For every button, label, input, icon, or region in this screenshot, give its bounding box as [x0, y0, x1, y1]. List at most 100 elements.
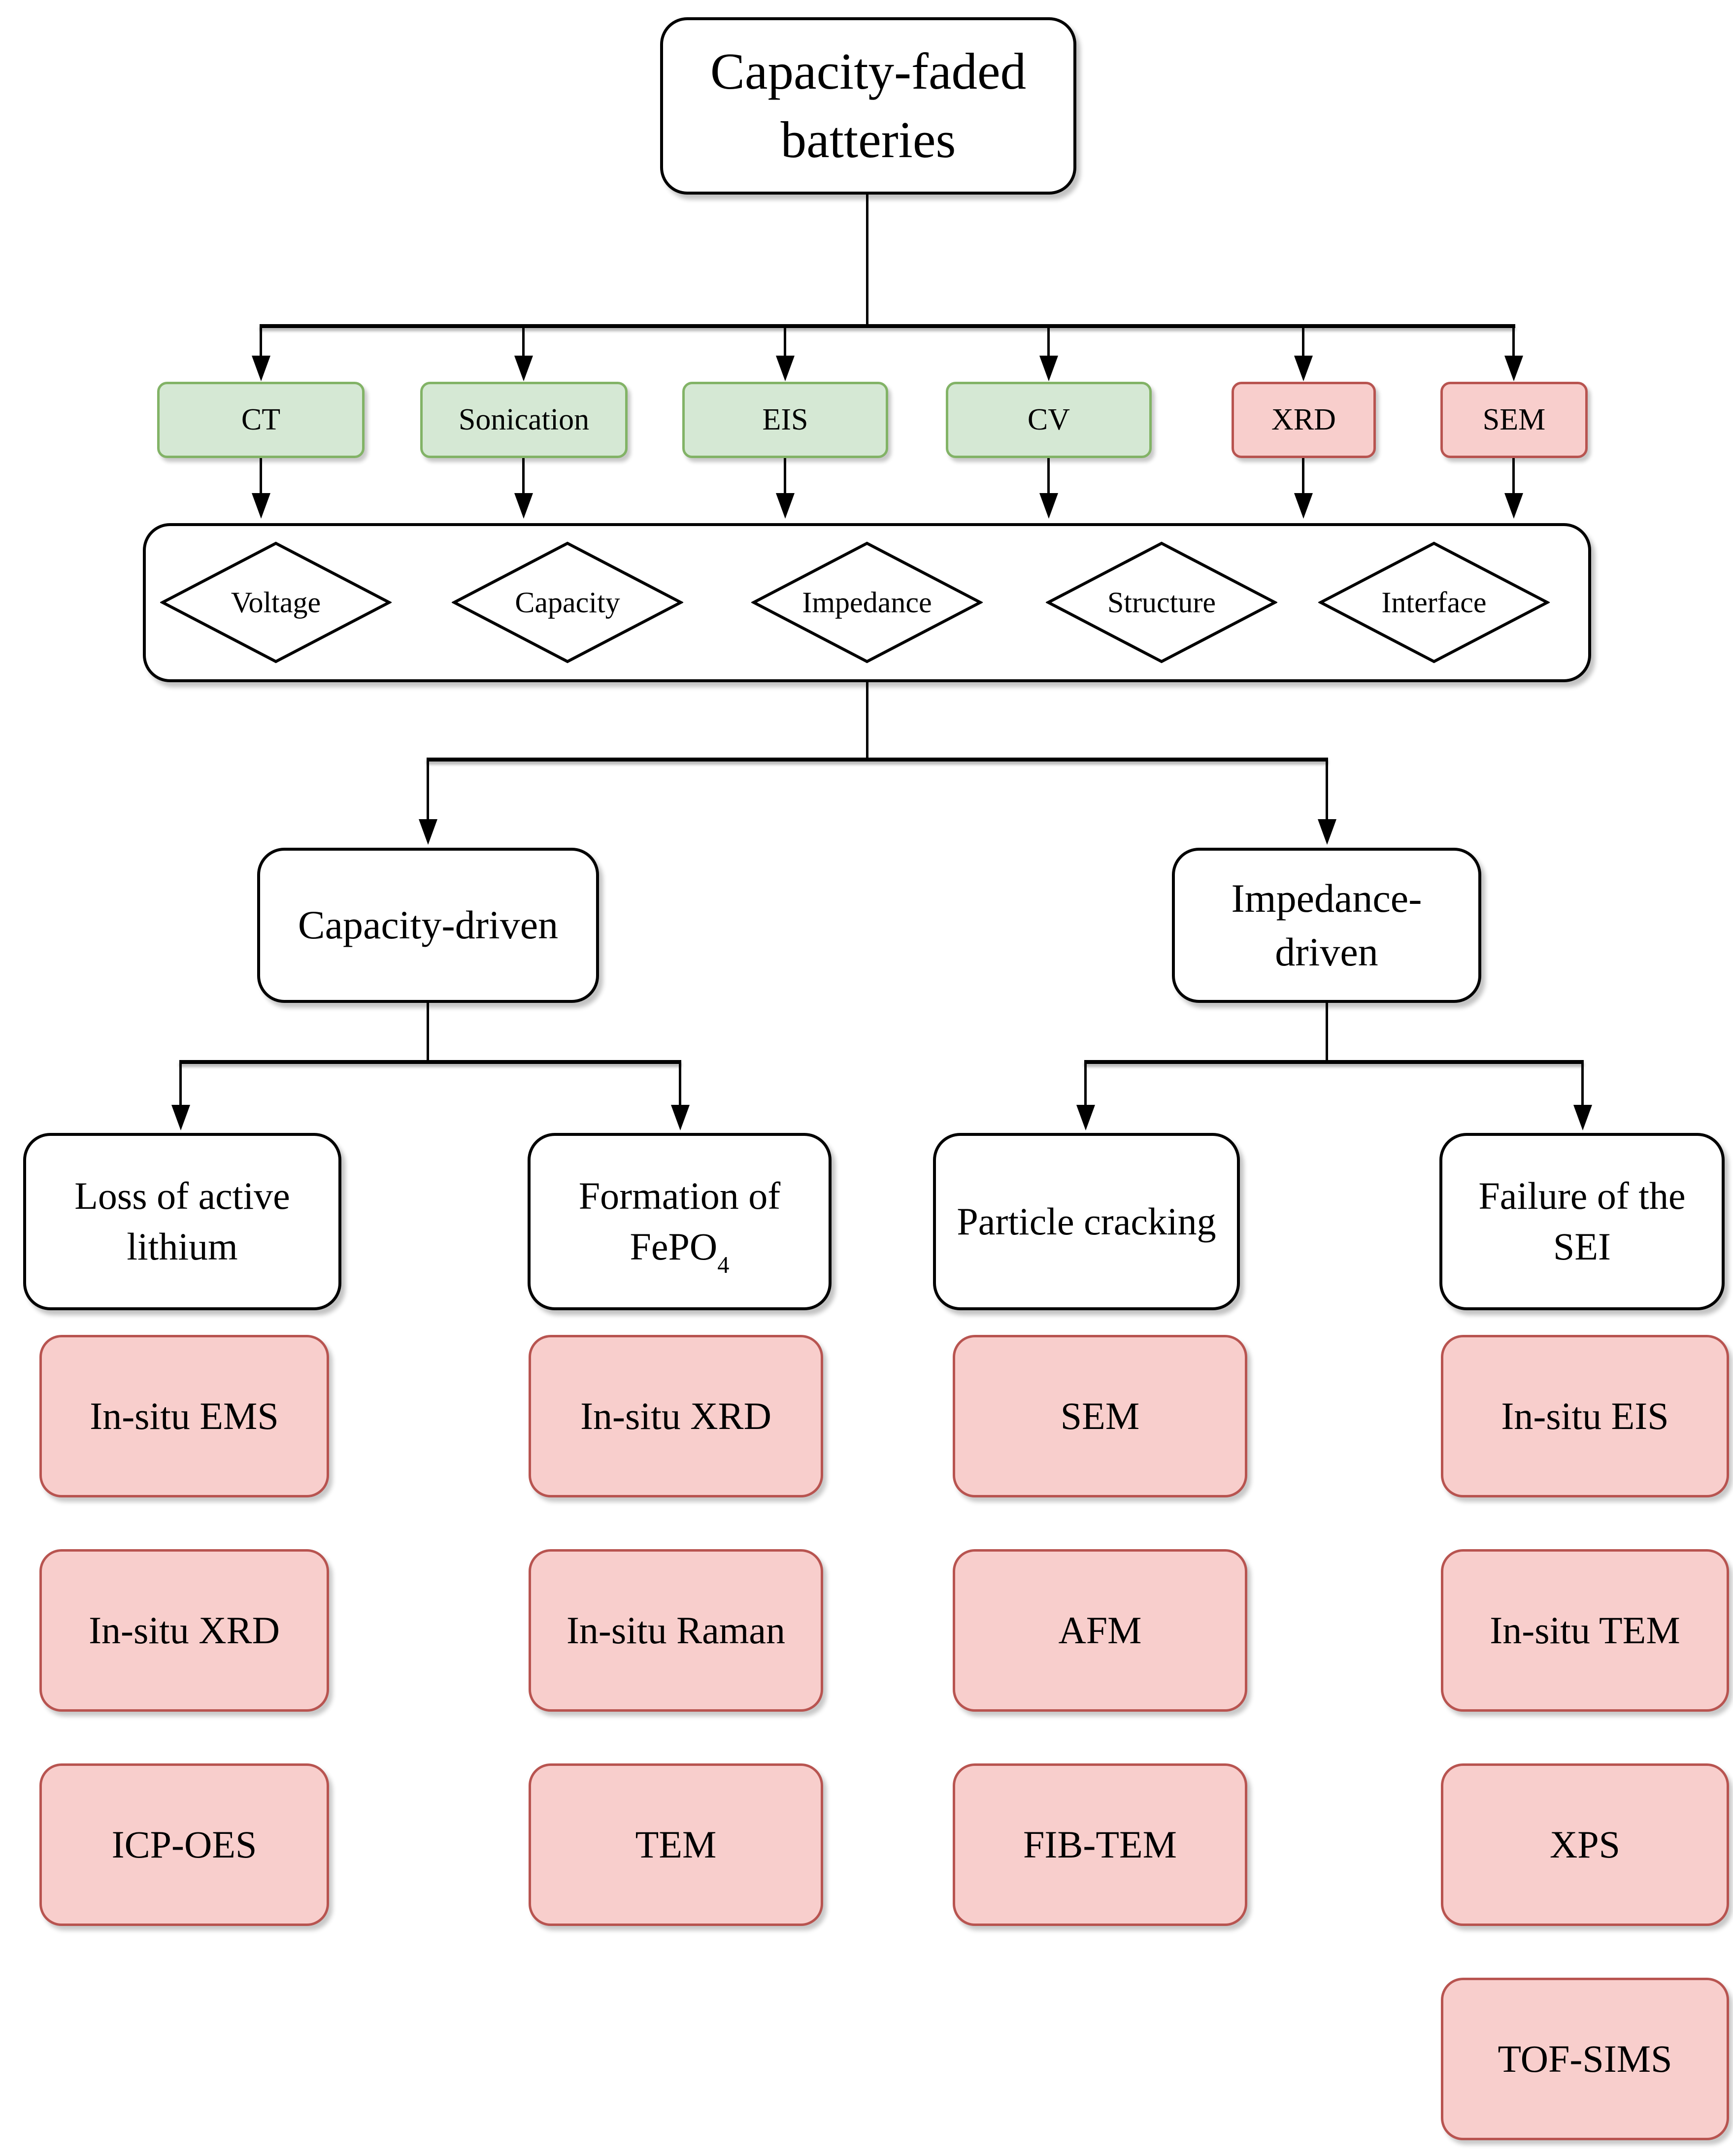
- node-label: EIS: [762, 402, 808, 436]
- node-cv: CV: [946, 382, 1152, 458]
- node-label: In-situ EMS: [90, 1394, 279, 1437]
- node-label: XRD: [1271, 402, 1336, 436]
- diamond-shape-icon: [751, 541, 983, 663]
- node-tem: TEM: [529, 1763, 823, 1926]
- node-xps: XPS: [1441, 1763, 1729, 1926]
- node-label: Failure of the SEI: [1478, 1174, 1686, 1268]
- diamond-label: Structure: [1107, 586, 1216, 619]
- diamond-interface: Interface: [1318, 541, 1550, 664]
- connector-arrow-shaft: [1326, 760, 1328, 820]
- diamond-shape-icon: [160, 541, 392, 663]
- arrowhead-down: [1294, 493, 1313, 519]
- connector-arrow-shaft: [1047, 326, 1050, 357]
- node-label: Impedance-driven: [1231, 876, 1422, 974]
- node-label-main: Formation of FePO: [578, 1174, 781, 1268]
- node-label: In-situ XRD: [580, 1394, 771, 1437]
- node-label: SEM: [1060, 1394, 1140, 1437]
- diamond-structure: Structure: [1046, 541, 1277, 664]
- connector-level2-bar: [427, 758, 1328, 762]
- arrowhead-down: [1039, 356, 1058, 381]
- node-sem: SEM: [1440, 382, 1588, 458]
- node-loss-of-active-lithium: Loss of active lithium: [23, 1133, 341, 1310]
- arrowhead-down: [514, 356, 533, 381]
- node-impedance-driven: Impedance-driven: [1172, 848, 1481, 1003]
- connector-arrow-shaft: [522, 326, 525, 357]
- connector-arrow-shaft: [1581, 1062, 1584, 1106]
- connector-impedance-stem: [1326, 1003, 1328, 1063]
- node-ct: CT: [157, 382, 365, 458]
- node-label: Particle cracking: [957, 1199, 1216, 1243]
- diamond-shape-icon: [1046, 541, 1277, 663]
- node-label: TEM: [635, 1823, 717, 1866]
- connector-capacity-bar: [179, 1060, 681, 1064]
- arrowhead-down: [171, 1105, 190, 1130]
- connector-level1-bar: [260, 324, 1515, 328]
- arrowhead-down: [1573, 1105, 1592, 1130]
- connector-arrow-shaft: [784, 326, 786, 357]
- node-label: Sonication: [458, 402, 590, 436]
- node-icp-oes: ICP-OES: [39, 1763, 329, 1926]
- node-label: CV: [1027, 402, 1070, 436]
- connector-impedance-bar: [1084, 1060, 1584, 1064]
- node-fib-tem: FIB-TEM: [953, 1763, 1247, 1926]
- node-label: ICP-OES: [111, 1823, 257, 1866]
- node-label: Formation of FePO4: [545, 1171, 814, 1277]
- node-label: In-situ EIS: [1501, 1394, 1669, 1437]
- connector-arrow-shaft: [522, 458, 525, 494]
- diamond-shape-icon: [452, 541, 683, 663]
- connector-arrow-shaft: [1302, 458, 1304, 494]
- node-label: In-situ TEM: [1490, 1608, 1680, 1652]
- connector-arrow-shaft: [1302, 326, 1304, 357]
- node-label: XPS: [1549, 1823, 1621, 1866]
- node-label: In-situ XRD: [89, 1608, 280, 1652]
- node-label: FIB-TEM: [1023, 1823, 1177, 1866]
- node-label: Loss of active lithium: [74, 1174, 290, 1268]
- node-label: CT: [241, 402, 281, 436]
- node-label-subscript: 4: [717, 1252, 730, 1279]
- node-label: Capacity-faded batteries: [710, 42, 1027, 168]
- node-eis: EIS: [682, 382, 888, 458]
- arrowhead-down: [1504, 493, 1523, 519]
- connector-arrow-shaft: [1084, 1062, 1087, 1106]
- connector-capacity-stem: [427, 1003, 429, 1063]
- node-sem-method: SEM: [953, 1335, 1247, 1497]
- node-label: TOF-SIMS: [1498, 2037, 1672, 2080]
- diamond-shape-icon: [1318, 541, 1550, 663]
- connector-panel-stem: [866, 682, 868, 761]
- arrowhead-down: [419, 819, 437, 845]
- node-particle-cracking: Particle cracking: [933, 1133, 1240, 1310]
- node-label: Capacity-driven: [298, 902, 559, 948]
- diamond-voltage: Voltage: [160, 541, 392, 664]
- arrowhead-down: [1318, 819, 1336, 845]
- arrowhead-down: [1076, 1105, 1095, 1130]
- arrowhead-down: [776, 356, 795, 381]
- diamond-label: Capacity: [515, 586, 620, 619]
- arrowhead-down: [514, 493, 533, 519]
- diamond-label: Voltage: [231, 586, 321, 619]
- arrowhead-down: [1294, 356, 1313, 381]
- node-sonication: Sonication: [420, 382, 628, 458]
- arrowhead-down: [671, 1105, 690, 1130]
- node-afm: AFM: [953, 1549, 1247, 1712]
- node-label: AFM: [1058, 1608, 1142, 1652]
- connector-arrow-shaft: [260, 458, 262, 494]
- arrowhead-down: [1039, 493, 1058, 519]
- connector-arrow-shaft: [1512, 458, 1515, 494]
- connector-arrow-shaft: [179, 1062, 182, 1106]
- connector-arrow-shaft: [260, 326, 262, 357]
- connector-arrow-shaft: [427, 760, 429, 820]
- connector-arrow-shaft: [679, 1062, 681, 1106]
- node-tof-sims: TOF-SIMS: [1441, 1978, 1729, 2140]
- arrowhead-down: [1504, 356, 1523, 381]
- node-in-situ-xrd-2: In-situ XRD: [529, 1335, 823, 1497]
- diamond-capacity: Capacity: [452, 541, 683, 664]
- connector-root-stem: [866, 195, 868, 326]
- node-capacity-driven: Capacity-driven: [257, 848, 599, 1003]
- diamond-label: Impedance: [802, 586, 932, 619]
- connector-arrow-shaft: [1047, 458, 1050, 494]
- node-in-situ-ems: In-situ EMS: [39, 1335, 329, 1497]
- node-label: SEM: [1482, 402, 1546, 436]
- arrowhead-down: [776, 493, 795, 519]
- arrowhead-down: [252, 356, 270, 381]
